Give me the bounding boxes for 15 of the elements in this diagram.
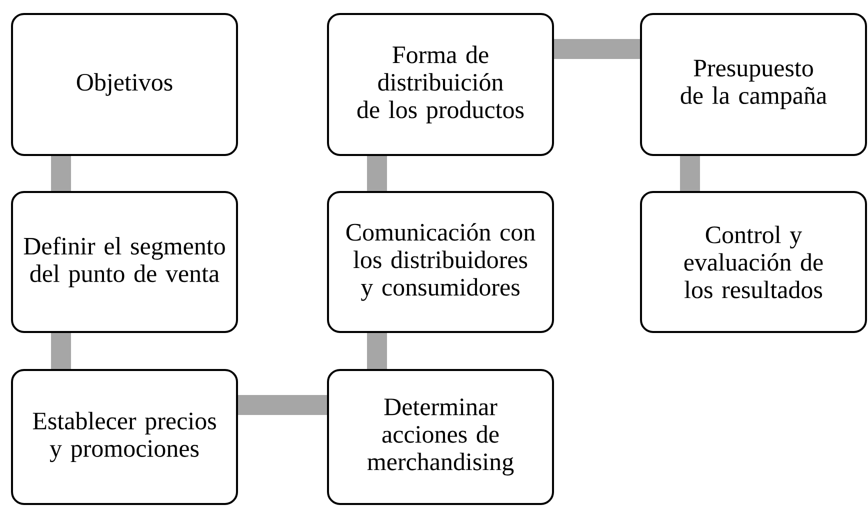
connector-bar	[51, 156, 71, 191]
connector-bar	[238, 394, 327, 415]
connector-bar	[680, 156, 700, 191]
connector-bar	[367, 332, 387, 369]
process-box: Establecer precios y promociones	[11, 369, 238, 505]
process-box: Definir el segmento del punto de venta	[11, 191, 238, 333]
connector-bar	[367, 156, 387, 191]
connector-bar	[554, 39, 640, 59]
process-box: Determinar acciones de merchandising	[327, 369, 554, 505]
process-box: Comunicación con los distribuidores y consumidores	[327, 191, 554, 333]
process-box: Forma de distribuición de los productos	[327, 13, 554, 156]
process-box: Objetivos	[11, 13, 238, 156]
connector-bar	[51, 332, 71, 369]
process-box: Control y evaluación de los resultados	[640, 191, 867, 333]
process-box: Presupuesto de la campaña	[640, 13, 867, 156]
